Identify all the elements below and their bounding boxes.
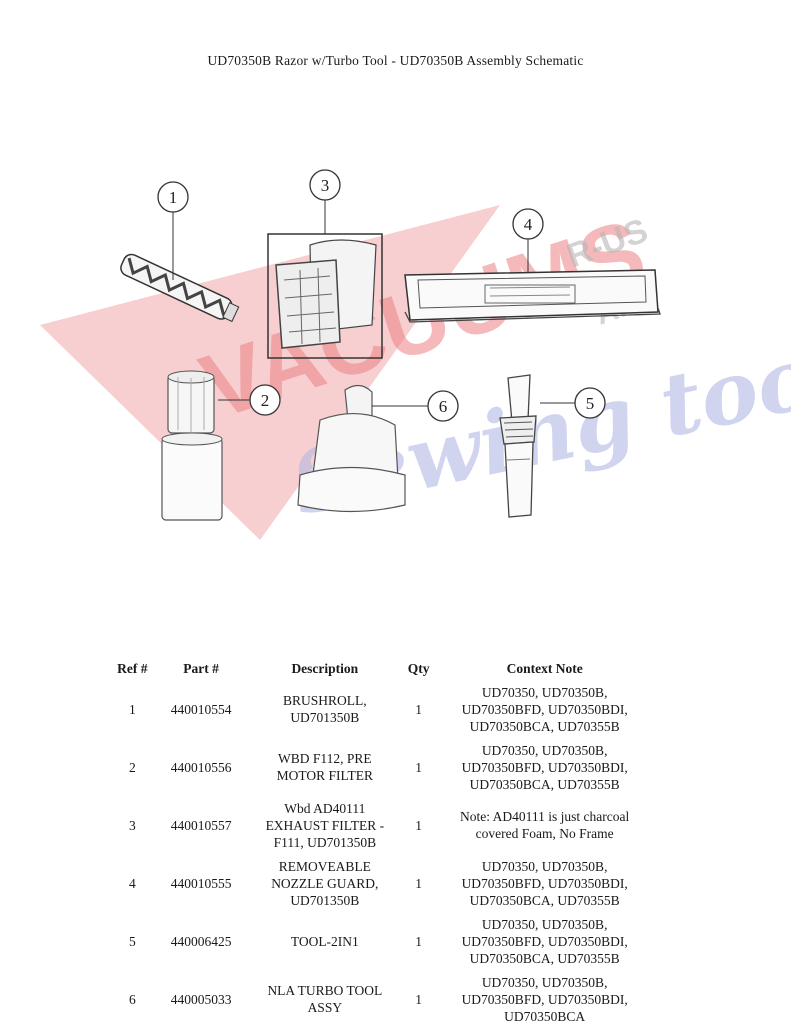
part-4-nozzle-guard: 4 [404,208,661,323]
cell-context-note-line: UD70350, UD70350B, [481,742,608,758]
cell-context-note-line: UD70350BCA, UD70355B [469,892,620,908]
cell-part-number: 440010554 [170,701,232,717]
cell-context-note-line: UD70350, UD70350B, [481,858,608,874]
cell-context-note-line: UD70350, UD70350B, [481,974,608,990]
cell-context-note: Note: AD40111 is just charcoal covered Fo… [437,796,652,854]
callout-4: 4 [524,215,533,234]
cell-context-note-line: UD70350, UD70350B, [481,916,608,932]
cell-context-note: UD70350, UD70350B,UD70350BFD, UD70350BDI… [437,680,652,738]
callout-5: 5 [586,394,595,413]
cell-context-note-line: UD70350BFD, UD70350BDI, [461,933,628,949]
cell-part-number: 440006425 [170,933,232,949]
cell-part-number: 440010556 [170,759,232,775]
cell-description-line: WBD F112, PRE [278,751,372,766]
cell-qty: 1 [415,875,423,891]
callout-3: 3 [321,176,330,195]
part-1-brushroll: 1 [120,181,240,323]
header-qty: Qty [407,661,430,676]
parts-table: Ref # Part # Description Qty Context Not… [112,658,652,1028]
cell-context-note-line: UD70350BFD, UD70350BDI, [461,759,628,775]
watermark-red-triangle [40,205,500,540]
cell-context-note: UD70350, UD70350B,UD70350BFD, UD70350BDI… [437,970,652,1028]
watermark: VACUUMS R-US AND Sewing too [40,200,791,540]
cell-description-line: NLA TURBO TOOL [267,983,383,998]
callout-2: 2 [261,391,270,410]
cell-qty: 1 [415,991,423,1007]
cell-context-note-line: UD70350BFD, UD70350BDI, [461,875,628,891]
cell-part-number: 440010557 [170,817,232,833]
cell-description-line: NOZZLE GUARD, [271,875,379,891]
cell-ref: 3 [128,817,136,833]
cell-description-line: MOTOR FILTER [276,768,374,783]
cell-part-number: 440005033 [170,991,232,1007]
cell-description-line: ASSY [307,1000,343,1015]
cell-ref: 6 [128,991,136,1007]
cell-qty: 1 [415,817,423,833]
cell-description: BRUSHROLL, UD701350B [250,680,401,738]
header-ref: Ref # [117,661,148,676]
cell-description-line: BRUSHROLL, [283,693,367,708]
part-3-exhaust-filter: 3 [267,169,383,359]
callout-6: 6 [439,397,448,416]
cell-description-line: UD701350B [290,710,360,725]
cell-context-note: UD70350, UD70350B,UD70350BFD, UD70350BDI… [437,912,652,970]
cell-context-note-line: covered Foam, No Frame [475,826,614,841]
cell-ref: 4 [128,875,136,891]
cell-context-note: UD70350, UD70350B,UD70350BFD, UD70350BDI… [437,854,652,912]
cell-description: TOOL-2IN1 [250,912,401,970]
header-context-note: Context Note [506,661,583,676]
cell-description-line: F111, UD701350B [273,834,377,850]
cell-context-note-line: UD70350BCA [504,1008,586,1024]
cell-qty: 1 [415,933,423,949]
cell-qty: 1 [415,701,423,717]
assembly-schematic: VACUUMS R-US AND Sewing too 1 3 4 [40,169,791,540]
part-2-pre-motor-filter: 2 [161,370,281,521]
cell-context-note-line: UD70350BCA, UD70355B [469,950,620,966]
cell-context-note-line: UD70350BCA, UD70355B [469,776,620,792]
cell-description-line: REMOVEABLE [278,858,371,874]
header-part: Part # [183,661,219,676]
cell-description: WBD F112, PRE MOTOR FILTER [250,738,401,796]
cell-description-line: UD701350B [290,892,360,908]
cell-part-number: 440010555 [170,875,232,891]
cell-ref: 5 [128,933,136,949]
cell-context-note-line: Note: AD40111 is just charcoal [460,809,630,824]
cell-description-line: EXHAUST FILTER - [265,817,385,833]
part-5-two-in-one-tool: 5 [499,374,606,518]
cell-qty: 1 [415,759,423,775]
page-title: UD70350B Razor w/Turbo Tool - UD70350B A… [207,53,584,68]
cell-context-note: UD70350, UD70350B,UD70350BFD, UD70350BDI… [437,738,652,796]
cell-context-note-line: UD70350BFD, UD70350BDI, [461,991,628,1007]
callout-1: 1 [169,188,178,207]
cell-context-note-line: UD70350, UD70350B, [481,684,608,700]
table-row: 1 440010554 BRUSHROLL, UD701350B 1 UD70350, U… [112,680,652,738]
table-row: 6 440005033 NLA TURBO TOOL ASSY 1 UD70350, UD… [112,970,652,1028]
cell-context-note-line: UD70350BFD, UD70350BDI, [461,701,628,717]
cell-ref: 2 [128,759,136,775]
cell-description-line: Wbd AD40111 [284,800,366,816]
cell-description-line: TOOL-2IN1 [290,933,359,949]
part-6-turbo-tool: 6 [297,384,459,513]
cell-context-note-line: UD70350BCA, UD70355B [469,718,620,734]
header-description: Description [291,661,359,676]
cell-ref: 1 [128,701,136,717]
cell-description: NLA TURBO TOOL ASSY [250,970,401,1028]
parts-table-header: Ref # Part # Description Qty Context Not… [112,658,652,680]
